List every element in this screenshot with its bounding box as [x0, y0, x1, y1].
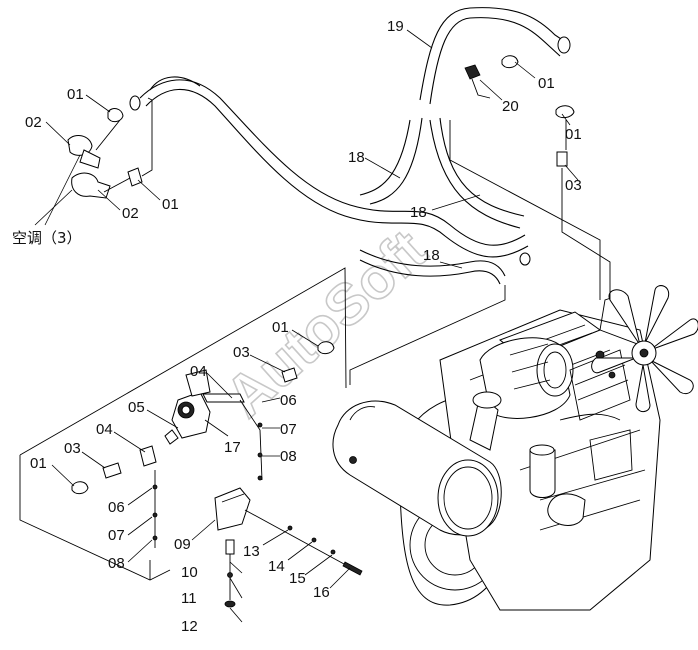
callout-04: 04 [96, 421, 113, 438]
callout-05: 05 [128, 399, 145, 416]
callout-02: 02 [25, 114, 42, 131]
valve-bracket-assembly [19, 267, 363, 608]
callout-14: 14 [268, 558, 285, 575]
callout-15: 15 [289, 570, 306, 587]
callout-07: 07 [280, 421, 297, 438]
callout-08: 08 [108, 555, 125, 572]
callout-13: 13 [243, 543, 260, 560]
engine [397, 285, 698, 611]
callout-03: 03 [64, 440, 81, 457]
leader-lines [34, 29, 579, 623]
callout-01: 01 [67, 86, 84, 103]
callout-06: 06 [108, 499, 125, 516]
callout-09: 09 [174, 536, 191, 553]
aircon-hoses [67, 7, 611, 385]
callout-17: 17 [224, 439, 241, 456]
callout-16: 16 [313, 584, 330, 601]
watermark: AutoSoft [213, 218, 438, 430]
callout-19: 19 [387, 18, 404, 35]
callout-01: 01 [162, 196, 179, 213]
callout-07: 07 [108, 527, 125, 544]
callout-04: 04 [190, 363, 207, 380]
callout-01: 01 [538, 75, 555, 92]
callout-18: 18 [410, 204, 427, 221]
callout-08: 08 [280, 448, 297, 465]
callout-06: 06 [280, 392, 297, 409]
callout-03: 03 [233, 344, 250, 361]
callout-12: 12 [181, 618, 198, 635]
callout-02: 02 [122, 205, 139, 222]
callout-01: 01 [30, 455, 47, 472]
aircon-label: 空调（3） [12, 229, 82, 247]
callout-20: 20 [502, 98, 519, 115]
callout-18: 18 [348, 149, 365, 166]
callout-03: 03 [565, 177, 582, 194]
callout-10: 10 [181, 564, 198, 581]
callout-01: 01 [272, 319, 289, 336]
callout-01: 01 [565, 126, 582, 143]
callout-18: 18 [423, 247, 440, 264]
callout-11: 11 [181, 590, 197, 607]
callout-labels: 01 02 02 01 空调（3） 19 01 20 01 03 18 18 1… [12, 18, 582, 635]
cooling-fan [591, 285, 698, 413]
muffler [332, 400, 502, 537]
